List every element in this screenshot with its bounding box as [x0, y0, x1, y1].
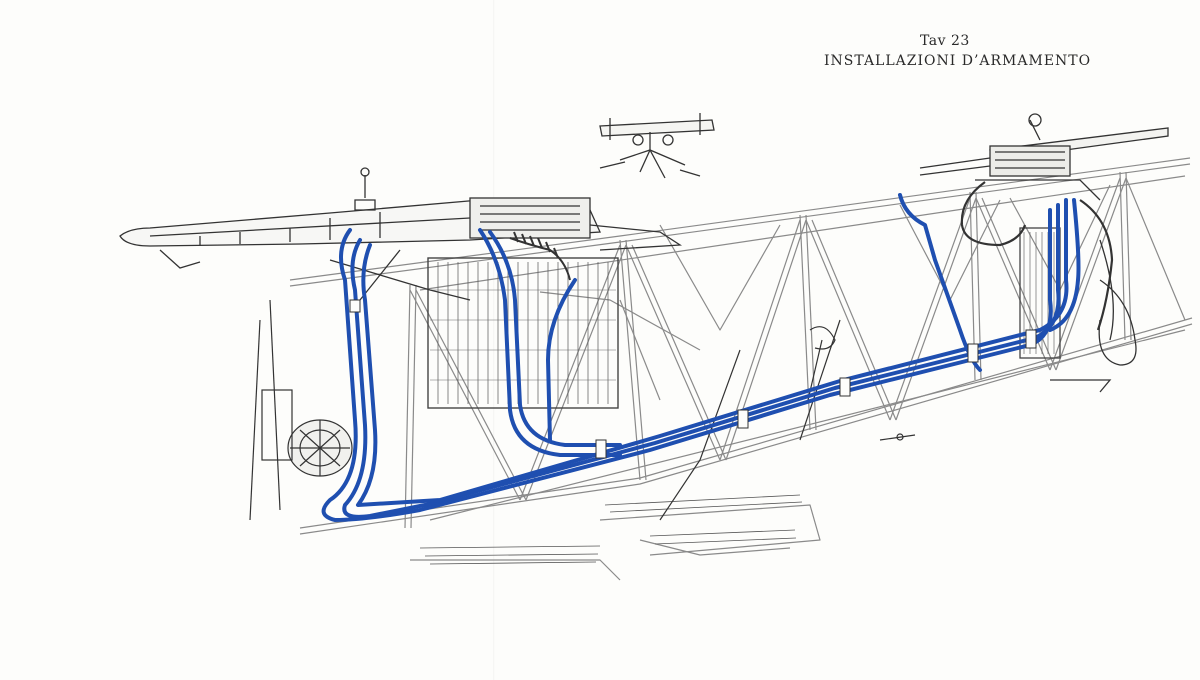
plate-title: INSTALLAZIONI D’ARMAMENTO: [824, 53, 1092, 69]
cockpit-fittings: [659, 319, 916, 521]
line-clamps: [349, 299, 1037, 459]
page-fold: [493, 0, 495, 680]
blue-gun-lines: [321, 193, 1081, 522]
right-machine-gun: [919, 113, 1169, 393]
radiator: [427, 257, 619, 409]
engine-fitting: [249, 299, 353, 521]
plate-number: Tav 23: [920, 33, 970, 49]
left-ammo-belt: [509, 231, 571, 281]
floor-plates: [419, 494, 803, 565]
tripod-gun: [599, 113, 715, 179]
right-ammo-belt: [960, 181, 1114, 331]
